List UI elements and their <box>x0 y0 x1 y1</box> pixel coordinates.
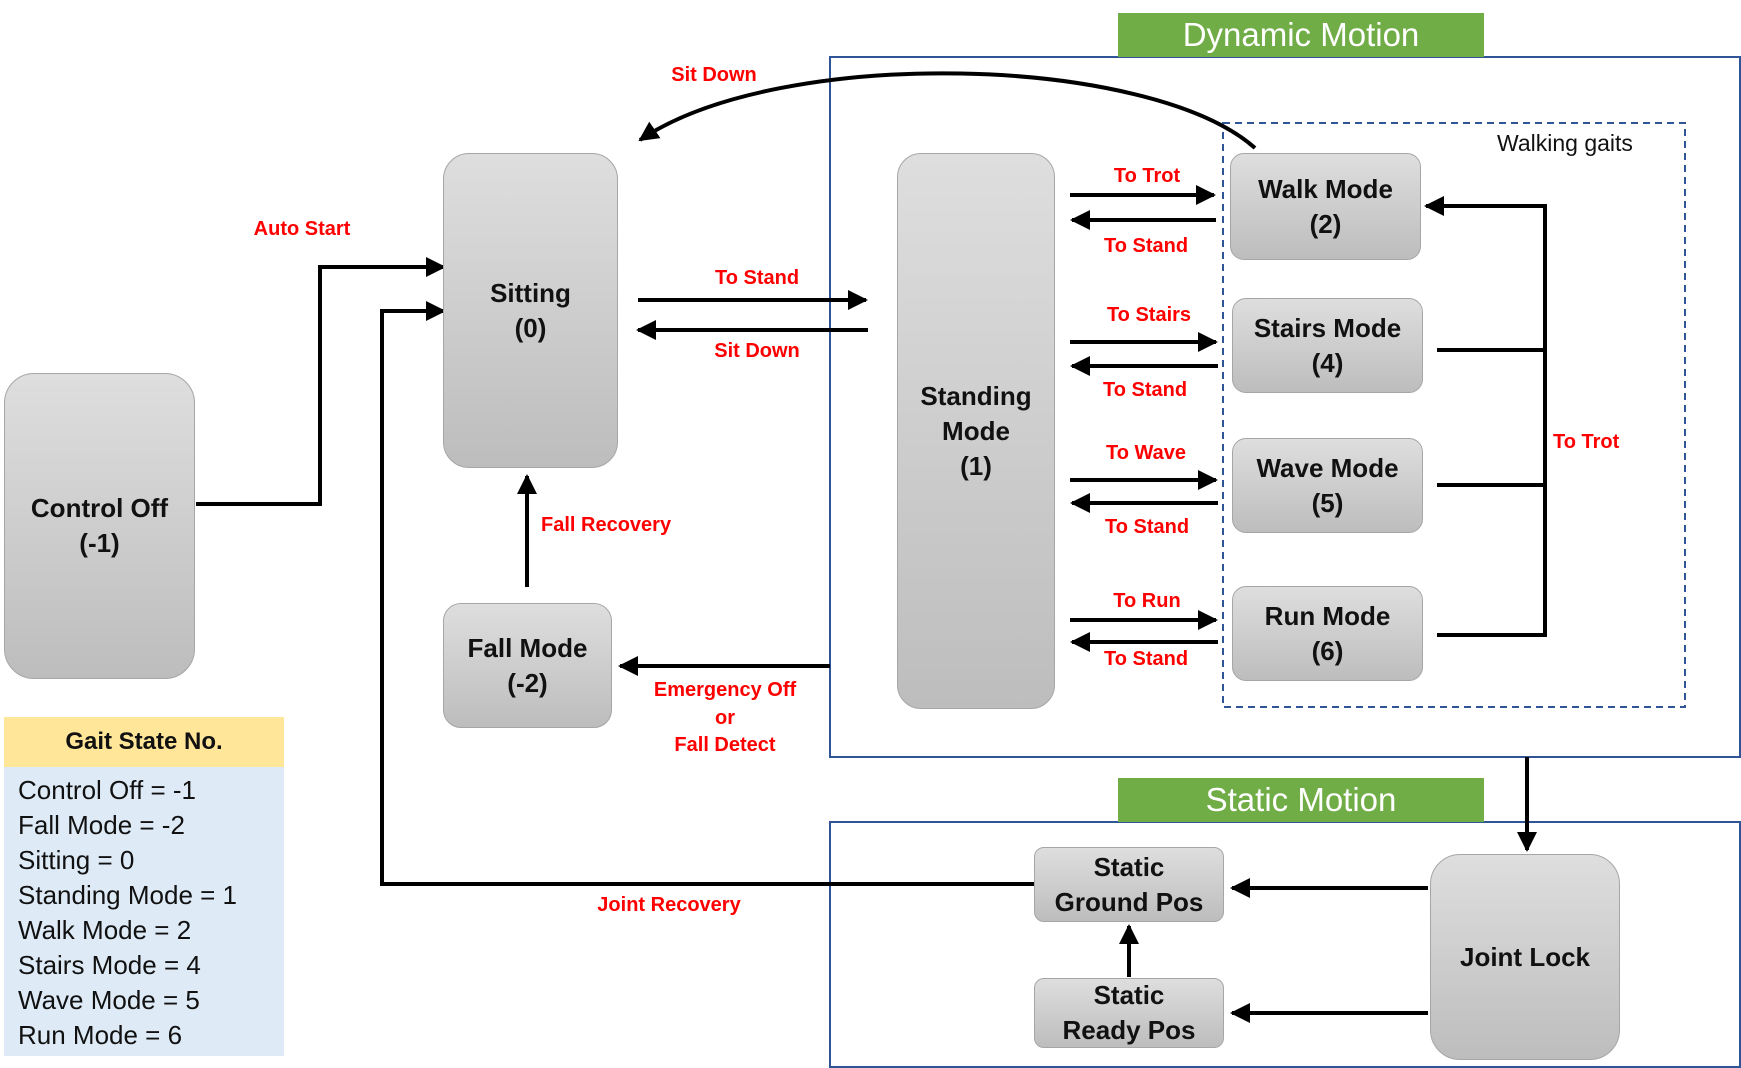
label-to-stairs: To Stairs <box>1106 304 1192 326</box>
label-auto-start: Auto Start <box>253 218 351 240</box>
state-joint-lock: Joint Lock <box>1430 854 1620 1060</box>
state-sitting: Sitting (0) <box>443 153 618 468</box>
state-label: Static <box>1093 980 1165 1010</box>
label-sit-down: Sit Down <box>714 340 800 362</box>
legend-row: Sitting = 0 <box>18 845 135 875</box>
label-to-trot-right: To Trot <box>1553 431 1620 453</box>
state-static-ready-pos: Static Ready Pos <box>1034 978 1224 1048</box>
state-number: (4) <box>1311 347 1344 378</box>
label-stairs-to-stand: To Stand <box>1102 379 1188 401</box>
state-wave-mode: Wave Mode (5) <box>1232 438 1423 533</box>
label-wave-to-stand: To Stand <box>1104 516 1190 538</box>
dynamic-motion-region <box>829 56 1741 758</box>
state-number: (2) <box>1309 208 1342 239</box>
state-walk-mode: Walk Mode (2) <box>1230 153 1421 260</box>
state-label: Stairs Mode <box>1253 312 1402 343</box>
label-joint-recovery: Joint Recovery <box>597 894 741 916</box>
legend-body: Control Off = -1 Fall Mode = -2 Sitting … <box>4 767 284 1056</box>
auto-start-arrow <box>196 257 446 506</box>
state-number: (-1) <box>79 528 120 558</box>
state-number: (5) <box>1311 487 1344 518</box>
state-label: Run Mode <box>1264 600 1391 631</box>
state-label: Standing <box>920 380 1032 411</box>
state-control-off: Control Off (-1) <box>4 373 195 679</box>
legend-title: Gait State No. <box>4 717 284 767</box>
label-or: or <box>715 707 735 729</box>
gait-state-legend: Gait State No. Control Off = -1 Fall Mod… <box>4 717 284 1056</box>
legend-row: Fall Mode = -2 <box>18 810 185 840</box>
walking-gaits-label: Walking gaits <box>1497 130 1633 156</box>
state-static-ground-pos: Static Ground Pos <box>1034 847 1224 922</box>
walking-gaits-region <box>1222 122 1686 708</box>
dynamic-motion-title: Dynamic Motion <box>1182 16 1420 53</box>
state-label: Wave Mode <box>1256 452 1399 483</box>
label-fall-detect: Fall Detect <box>674 734 776 756</box>
state-label: Sitting <box>490 277 571 308</box>
legend-row: Stairs Mode = 4 <box>18 950 201 980</box>
static-motion-banner: Static Motion <box>1118 778 1484 822</box>
state-label-2: Mode <box>942 415 1010 446</box>
label-run-to-stand: To Stand <box>1103 648 1189 670</box>
label-to-stand: To Stand <box>714 267 800 289</box>
label-to-run: To Run <box>1113 590 1181 612</box>
state-label-2: Ground Pos <box>1054 886 1204 917</box>
legend-row: Control Off = -1 <box>18 775 196 805</box>
label-emergency-off: Emergency Off <box>653 679 797 701</box>
state-run-mode: Run Mode (6) <box>1232 586 1423 681</box>
joint-recovery-arrow <box>380 301 1034 886</box>
state-label: Fall Mode <box>467 632 588 663</box>
state-label: Joint Lock <box>1459 941 1590 972</box>
label-to-trot: To Trot <box>1113 165 1181 187</box>
dynamic-motion-banner: Dynamic Motion <box>1118 13 1484 57</box>
legend-row: Wave Mode = 5 <box>18 985 200 1015</box>
state-label: Control Off <box>30 493 169 523</box>
legend-row: Standing Mode = 1 <box>18 880 237 910</box>
label-walk-to-stand: To Stand <box>1103 235 1189 257</box>
label-to-wave: To Wave <box>1105 442 1187 464</box>
state-number: (-2) <box>507 667 548 698</box>
state-standing-mode: Standing Mode (1) <box>897 153 1055 709</box>
legend-row: Run Mode = 6 <box>18 1020 183 1050</box>
state-label: Walk Mode <box>1258 173 1393 204</box>
label-sit-down-top: Sit Down <box>671 64 757 86</box>
state-label-2: Ready Pos <box>1062 1015 1196 1045</box>
sit-down-top-arrow <box>638 71 1257 150</box>
state-stairs-mode: Stairs Mode (4) <box>1232 298 1423 393</box>
state-fall-mode: Fall Mode (-2) <box>443 603 612 728</box>
legend-row: Walk Mode = 2 <box>18 915 192 945</box>
state-number: (0) <box>514 312 547 343</box>
trot-bus-line <box>1437 348 1547 637</box>
static-motion-title: Static Motion <box>1205 781 1397 818</box>
label-fall-recovery: Fall Recovery <box>541 514 672 536</box>
state-number: (6) <box>1311 635 1344 666</box>
state-number: (1) <box>960 450 992 481</box>
static-motion-region <box>829 821 1741 1068</box>
to-trot-return-arrow <box>1424 196 1547 350</box>
state-label: Static <box>1093 851 1165 882</box>
